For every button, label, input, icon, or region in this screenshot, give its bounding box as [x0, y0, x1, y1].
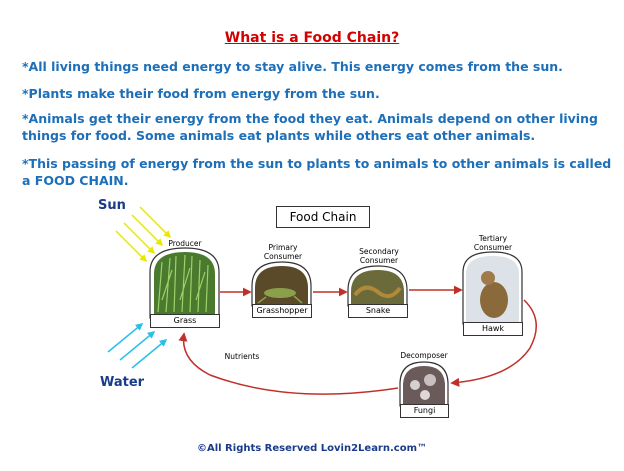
hawk-role-label: Tertiary Consumer: [473, 234, 513, 252]
page-title: What is a Food Chain?: [224, 30, 400, 46]
sun-ray: [123, 222, 156, 255]
paragraph-4: *This passing of energy from the sun to …: [22, 156, 612, 188]
grass-image: [157, 254, 209, 313]
copyright-footer: ©All Rights Reserved Lovin2Learn.com™: [196, 443, 428, 454]
arrow-fungi-to-grass: [178, 332, 399, 395]
snake-node: [347, 265, 408, 307]
grass-node: [149, 247, 220, 319]
hawk-name-label: Hawk: [463, 322, 523, 336]
sun-rays: [115, 206, 172, 263]
grass-name-label: Grass: [150, 314, 220, 328]
hawk-image: [480, 282, 508, 318]
sun-ray: [115, 230, 148, 263]
paragraph-3: *Animals get their energy from the food …: [22, 111, 598, 143]
grasshopper-image: [264, 288, 296, 298]
water-ray: [131, 339, 168, 369]
hawk-node: [462, 251, 523, 325]
fungi-role-label: Decomposer: [400, 351, 448, 360]
paragraph-2: *Plants make their food from energy from…: [22, 86, 380, 101]
fungi-image: [410, 380, 420, 390]
water-label: Water: [100, 375, 145, 390]
water-rays: [107, 323, 168, 369]
grasshopper-name-label: Grasshopper: [252, 304, 312, 318]
fungi-node: [399, 361, 449, 407]
grasshopper-role-label: Primary Consumer: [263, 243, 303, 261]
sun-ray: [131, 214, 164, 247]
sun-ray: [139, 206, 172, 239]
sun-label: Sun: [98, 198, 126, 213]
fungi-name-label: Fungi: [400, 404, 449, 418]
snake-role-label: Secondary Consumer: [359, 247, 399, 265]
paragraph-1: *All living things need energy to stay a…: [22, 59, 563, 74]
snake-image: [353, 285, 402, 299]
nutrients-label: Nutrients: [224, 352, 260, 361]
arrow-hawk-to-fungi: [450, 299, 537, 387]
water-ray: [119, 331, 156, 361]
snake-name-label: Snake: [348, 304, 408, 318]
diagram-title: Food Chain: [276, 206, 370, 228]
grass-role-label: Producer: [168, 239, 202, 248]
grasshopper-node: [251, 261, 312, 307]
water-ray: [107, 323, 144, 353]
